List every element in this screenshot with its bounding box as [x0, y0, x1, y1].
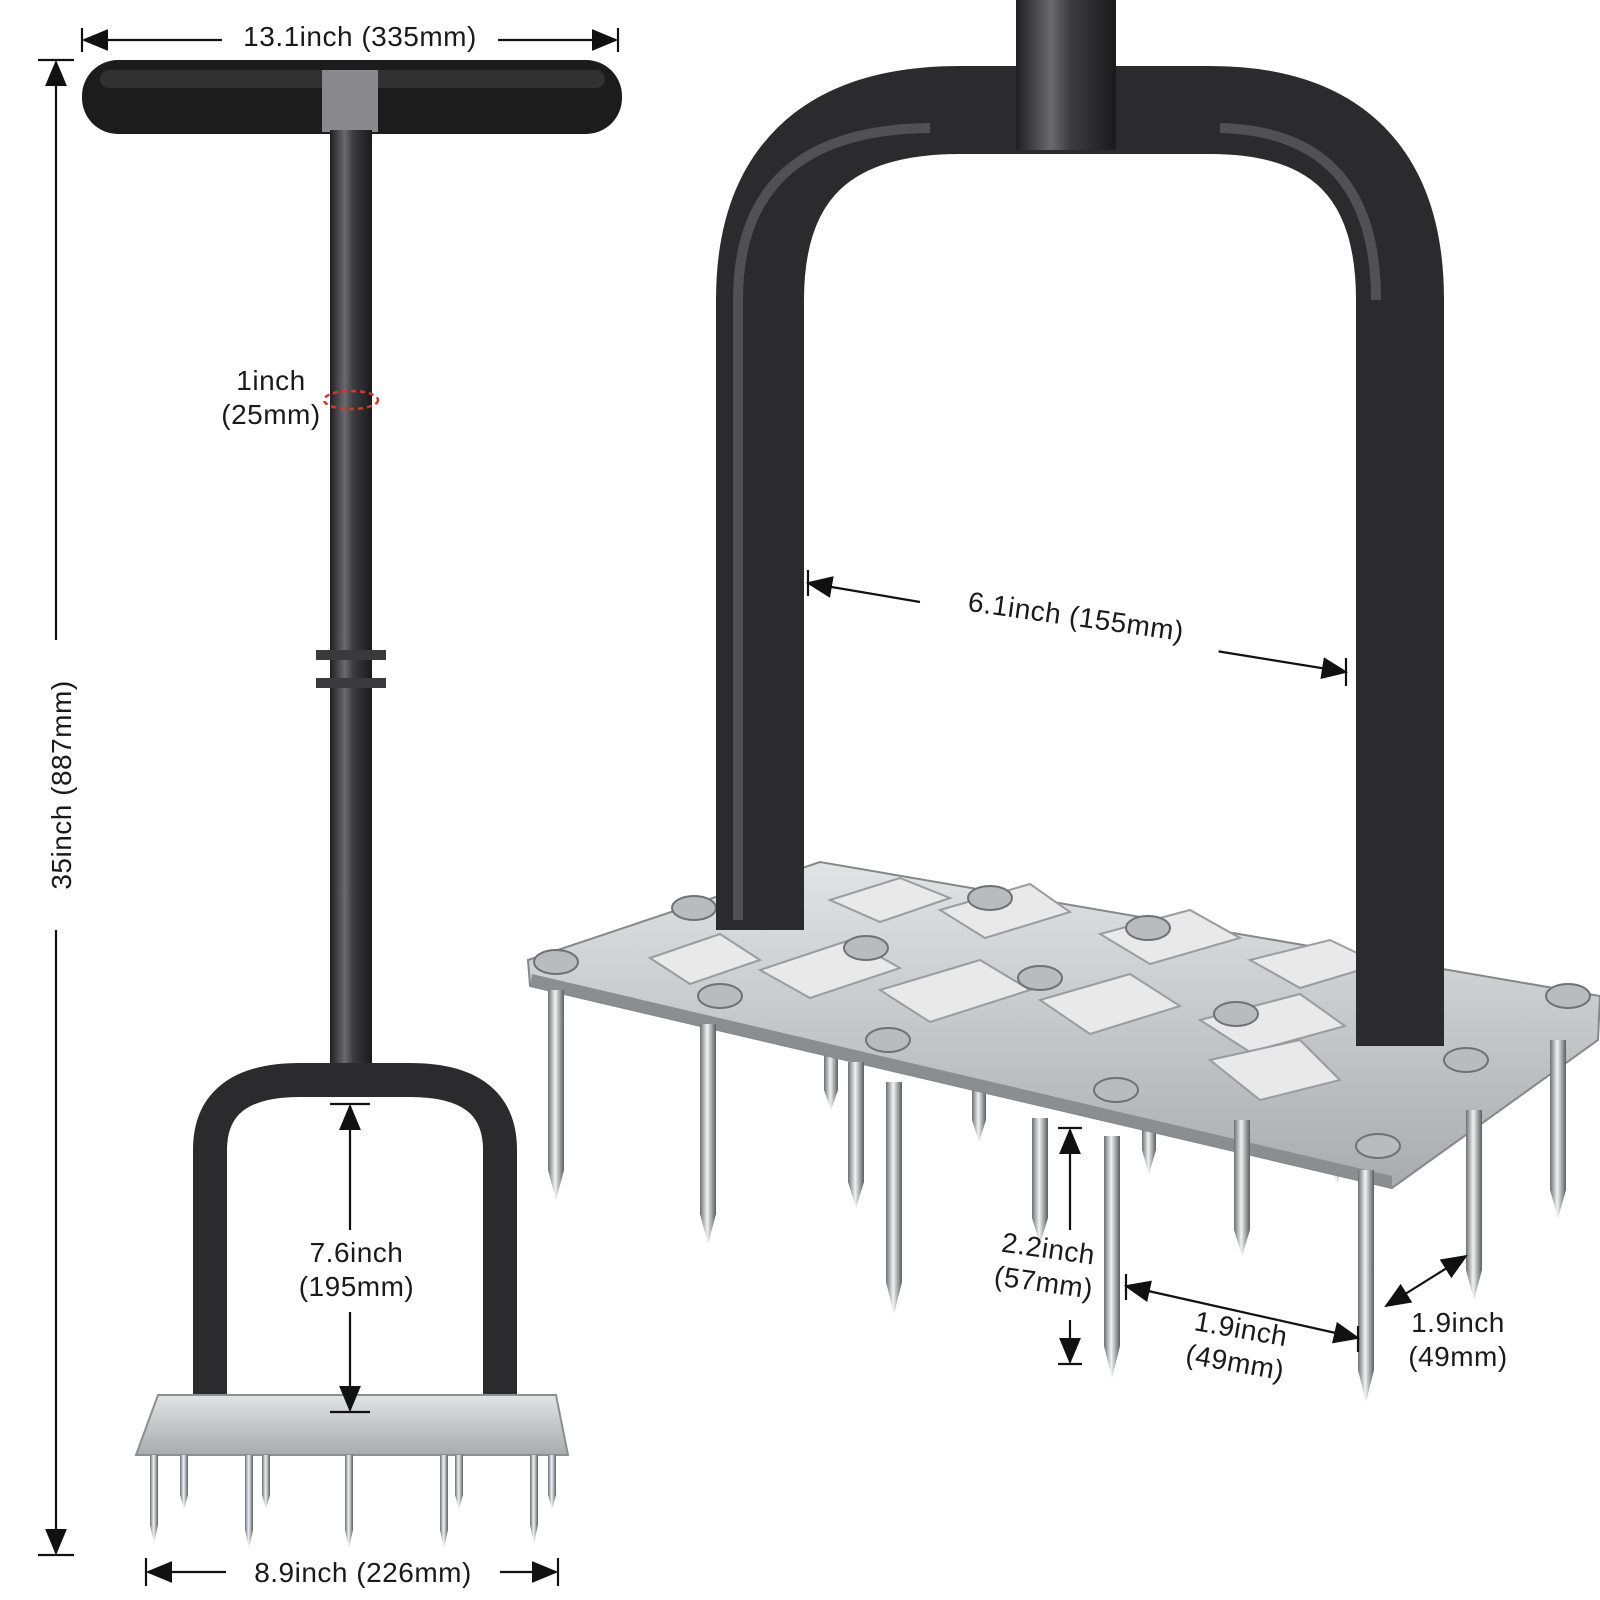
handle-width-label: 13.1inch (335mm) [222, 20, 498, 54]
closeup-view [526, 0, 1600, 1402]
fork-height-inch: 7.6inch [309, 1237, 404, 1268]
fork-height-mm: (195mm) [298, 1271, 415, 1302]
closeup-stem [1016, 0, 1116, 150]
dimension-lines-left [38, 28, 620, 1586]
fork-height-label: 7.6inch (195mm) [278, 1236, 435, 1304]
total-height-label: 35inch (887mm) [45, 641, 79, 929]
plate-rivets [533, 885, 1591, 1159]
spike-col-spacing-label: 1.9inch (49mm) [1392, 1306, 1524, 1374]
closeup-front-spikes [548, 990, 1566, 1402]
spike-col-spacing-inch: 1.9inch [1411, 1307, 1505, 1338]
small-fork [193, 1063, 517, 1440]
spike-col-spacing-mm: (49mm) [1408, 1341, 1508, 1372]
plate-cutouts [647, 876, 1383, 1102]
small-spikes [150, 1455, 556, 1548]
shaft [330, 130, 372, 1085]
shaft-diameter-inch: 1inch [236, 365, 306, 396]
full-tool-view [38, 28, 622, 1586]
small-base-plate [134, 1394, 570, 1456]
base-width-label: 8.9inch (226mm) [226, 1556, 500, 1590]
shaft-diameter-mm: (25mm) [221, 399, 321, 430]
diameter-indicator [322, 389, 380, 411]
shaft-diameter-label: 1inch (25mm) [200, 364, 342, 432]
dimension-lines-right [805, 570, 1468, 1366]
